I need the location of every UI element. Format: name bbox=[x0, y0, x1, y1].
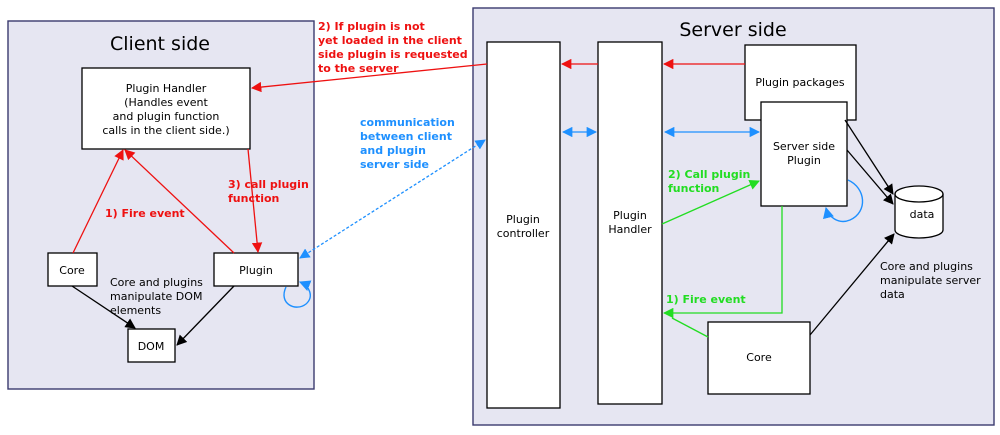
server-core-label-line: Core bbox=[746, 351, 772, 364]
client-plugin-handler-label-line: Plugin Handler bbox=[126, 82, 207, 95]
dom-box bbox=[127, 328, 176, 363]
annotation-server-call-plugin-line: function bbox=[668, 182, 719, 195]
dom-label-line: DOM bbox=[138, 340, 165, 353]
annotation-server-manipulate-data-line: Core and plugins bbox=[880, 260, 973, 273]
arrow-client-plugin-to-dom bbox=[176, 285, 235, 346]
annotation-communication-line: between client bbox=[360, 130, 452, 143]
plugin-packages-label: Plugin packages bbox=[755, 76, 845, 89]
annotation-server-call-plugin-line: 2) Call plugin bbox=[668, 168, 750, 181]
server-core-label: Core bbox=[746, 351, 772, 364]
arrow-server-handler-call-plugin bbox=[661, 180, 760, 225]
client-plugin-handler-label-line: (Handles event bbox=[124, 96, 208, 109]
client-core-label: Core bbox=[59, 264, 85, 277]
arrow-server-plugin-to-data bbox=[846, 149, 894, 205]
server-side-plugin-label-line: Plugin bbox=[787, 154, 821, 167]
annotation-client-fire-event-line: 1) Fire event bbox=[105, 207, 185, 220]
client-core-label-line: Core bbox=[59, 264, 85, 277]
annotation-plugin-request-line: to the server bbox=[318, 62, 399, 75]
plugin-controller-label-line: controller bbox=[497, 227, 550, 240]
data-label-line: data bbox=[910, 208, 935, 221]
annotation-client-fire-event: 1) Fire event bbox=[105, 207, 185, 220]
annotation-plugin-request-line: side plugin is requested bbox=[318, 48, 468, 61]
annotation-communication-line: communication bbox=[360, 116, 455, 129]
server-core-box bbox=[707, 321, 811, 395]
plugin-controller-box bbox=[486, 41, 561, 409]
annotation-communication-line: server side bbox=[360, 158, 429, 171]
annotation-server-fire-event-line: 1) Fire event bbox=[666, 293, 746, 306]
arrow-client-core-fire-event bbox=[72, 149, 124, 254]
arrow-client-plugin-to-handler bbox=[124, 149, 235, 254]
annotation-client-call-plugin-line: 3) call plugin bbox=[228, 178, 309, 191]
server-plugin-handler-label-line: Handler bbox=[608, 223, 652, 236]
arrow-client-core-to-dom bbox=[71, 285, 136, 329]
client-plugin-box bbox=[213, 252, 299, 287]
plugin-controller-label-line: Plugin bbox=[506, 213, 540, 226]
arrow-communication-client-server bbox=[299, 139, 486, 259]
client-core-box bbox=[47, 252, 98, 287]
arrow-core-to-green-path bbox=[671, 317, 709, 338]
data-label: data bbox=[910, 208, 935, 221]
client-plugin-handler-box bbox=[81, 67, 251, 150]
server-plugin-handler-box bbox=[597, 41, 663, 405]
loop-server-side-plugin bbox=[823, 179, 864, 223]
annotation-server-fire-event: 1) Fire event bbox=[666, 293, 746, 306]
server-plugin-handler-label-line: Plugin bbox=[613, 209, 647, 222]
server-side-plugin-label-line: Server side bbox=[773, 140, 835, 153]
client-side-title: Client side bbox=[110, 33, 210, 55]
client-plugin-label-line: Plugin bbox=[239, 264, 273, 277]
arrow-packages-to-data bbox=[844, 119, 894, 195]
client-plugin-label: Plugin bbox=[239, 264, 273, 277]
client-plugin-handler-label-line: and plugin function bbox=[113, 110, 220, 123]
annotation-communication-line: and plugin bbox=[360, 144, 426, 157]
annotation-plugin-request-line: 2) If plugin is not bbox=[318, 20, 425, 33]
loop-client-plugin bbox=[283, 280, 312, 308]
data-store bbox=[894, 185, 944, 239]
annotation-client-manipulate-dom-line: Core and plugins bbox=[110, 276, 203, 289]
arrow-client-handler-call-plugin bbox=[247, 148, 263, 254]
dom-label: DOM bbox=[138, 340, 165, 353]
plugin-packages-label-line: Plugin packages bbox=[755, 76, 845, 89]
annotation-client-manipulate-dom-line: elements bbox=[110, 304, 161, 317]
arrow-server-core-fire-event bbox=[662, 206, 783, 319]
annotation-server-manipulate-data-line: manipulate server bbox=[880, 274, 981, 287]
server-side-title: Server side bbox=[679, 19, 786, 41]
annotation-plugin-request-line: yet loaded in the client bbox=[318, 34, 462, 47]
annotation-client-manipulate-dom-line: manipulate DOM bbox=[110, 290, 202, 303]
server-side-plugin-box bbox=[760, 101, 848, 207]
annotation-server-manipulate-data-line: data bbox=[880, 288, 905, 301]
annotation-client-call-plugin-line: function bbox=[228, 192, 279, 205]
arrow-server-core-to-data bbox=[809, 233, 895, 336]
client-plugin-handler-label-line: calls in the client side.) bbox=[102, 124, 229, 137]
arrow-controller-to-client-handler bbox=[250, 63, 488, 93]
